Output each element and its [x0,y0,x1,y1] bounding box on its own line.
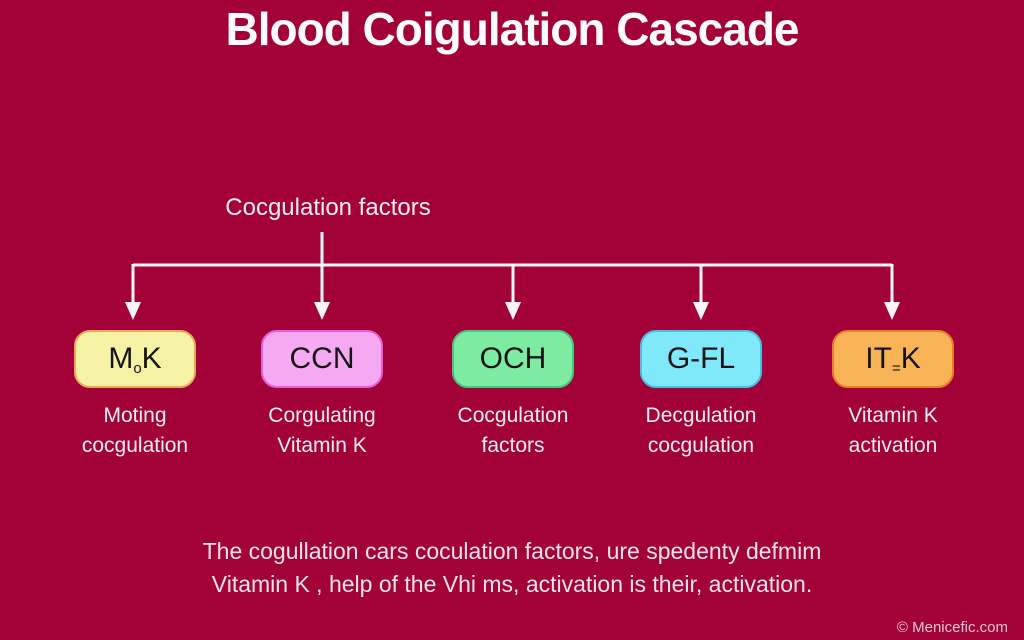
node-code: OCH [479,341,547,375]
node-code: CCN [289,341,355,375]
node-itk: IT=K Vitamin K activation [798,330,988,461]
node-code: IT=K [865,341,921,377]
node-box-gfl: G-FL [640,330,762,388]
node-box-och: OCH [452,330,574,388]
node-label-itk: Vitamin K activation [848,404,938,457]
node-gfl: G-FL Decgulation cocgulation [606,330,796,461]
node-label-ccn: Corgulating Vitamin K [268,404,376,457]
caption-line-1: The cogullation cars coculation factors,… [202,538,822,564]
node-code: MoK [108,341,162,377]
page-title: Blood Coigulation Cascade [225,3,799,55]
node-label-mok: Moting cocgulation [81,404,189,457]
node-box-mok: MoK [74,330,196,388]
node-label-och: Cocgulation factors [457,404,569,457]
arrowhead-icons [125,302,900,320]
caption-paragraph: The cogullation cars coculation factors,… [0,535,1024,601]
node-code: G-FL [666,341,736,375]
node-och: OCH Cocgulation factors [418,330,608,461]
node-box-itk: IT=K [832,330,954,388]
caption-line-2: Vitamin K , help of the Vhi ms, activati… [211,571,813,597]
node-mok: MoK Moting cocgulation [40,330,230,461]
root-node-label: Cocgulation factors [225,194,431,221]
node-label-gfl: Decgulation cocgulation [645,404,757,457]
node-ccn: CCN Corgulating Vitamin K [227,330,417,461]
node-box-ccn: CCN [261,330,383,388]
watermark: © Menicefic.com [896,619,1008,636]
